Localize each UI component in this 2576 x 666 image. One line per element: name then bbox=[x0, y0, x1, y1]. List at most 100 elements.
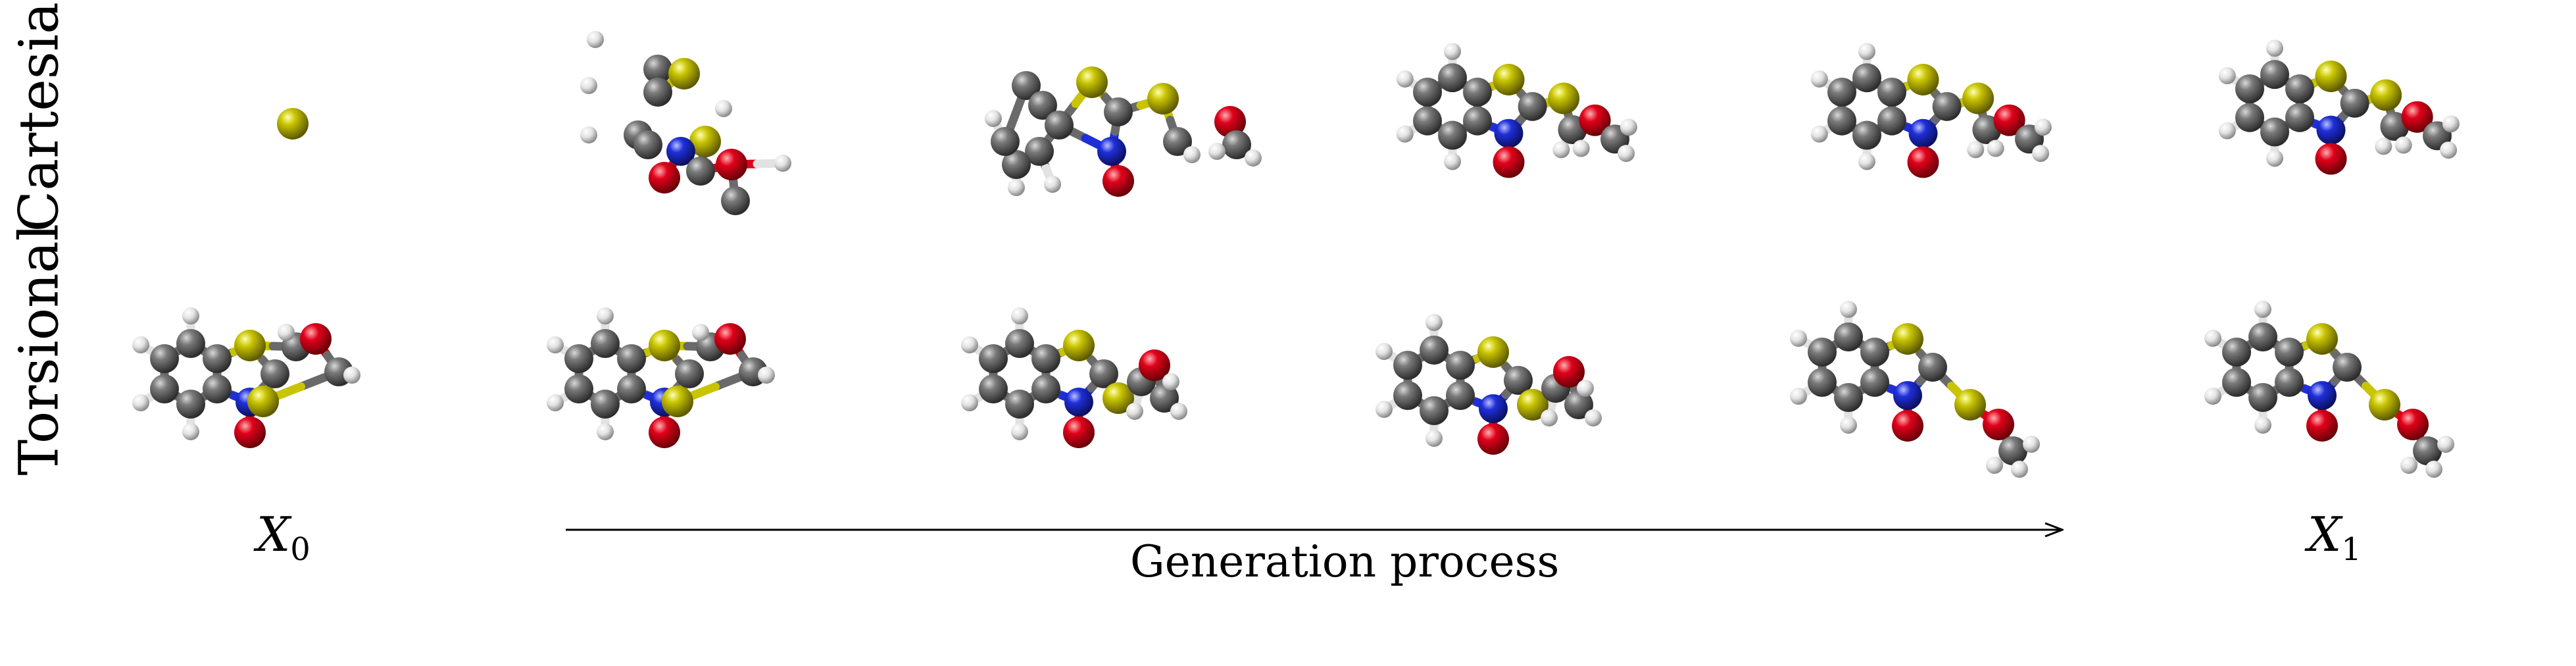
carbon-atom bbox=[591, 390, 620, 419]
carbon-atom bbox=[203, 344, 232, 373]
end-label-var: X bbox=[2308, 507, 2342, 562]
oxygen-atom bbox=[1477, 423, 1509, 455]
hydrogen-atom bbox=[692, 324, 709, 341]
sulfur-atom bbox=[2370, 79, 2402, 111]
hydrogen-atom bbox=[1987, 140, 2004, 157]
oxygen-atom bbox=[1493, 146, 1525, 178]
carbon-atom bbox=[203, 374, 232, 403]
sulfur-atom bbox=[689, 126, 721, 157]
hydrogen-atom bbox=[1162, 373, 1179, 390]
carbon-atom bbox=[979, 344, 1008, 373]
sulfur-atom bbox=[1477, 336, 1509, 368]
carbon-atom bbox=[1438, 63, 1467, 93]
oxygen-atom bbox=[1102, 165, 1134, 197]
hydrogen-atom bbox=[2023, 436, 2040, 453]
hydrogen-atom bbox=[343, 367, 360, 384]
oxygen-atom bbox=[716, 149, 747, 180]
hydrogen-atom bbox=[2032, 145, 2050, 163]
carbon-atom bbox=[1413, 78, 1442, 107]
carbon-atom bbox=[1860, 368, 1889, 397]
hydrogen-atom bbox=[2425, 461, 2442, 478]
carbon-atom bbox=[1463, 78, 1492, 107]
carbon-atom bbox=[2235, 74, 2264, 103]
hydrogen-atom bbox=[2394, 136, 2412, 154]
hydrogen-atom bbox=[2204, 330, 2221, 347]
nitrogen-atom bbox=[1097, 137, 1126, 166]
hydrogen-atom bbox=[1620, 118, 1637, 136]
carbon-atom bbox=[1463, 106, 1492, 136]
hydrogen-atom bbox=[2254, 417, 2271, 434]
hydrogen-atom bbox=[2011, 461, 2028, 478]
carbon-atom bbox=[2413, 436, 2442, 465]
carbon-atom bbox=[2222, 338, 2251, 367]
carbon-atom bbox=[2260, 60, 2289, 90]
hydrogen-atom bbox=[1986, 457, 2003, 474]
hydrogen-atom bbox=[1011, 307, 1028, 324]
oxygen-atom bbox=[649, 417, 680, 448]
end-label-x1: X1 bbox=[2308, 507, 2362, 568]
carbon-atom bbox=[1834, 383, 1863, 412]
generation-process-label: Generation process bbox=[1130, 536, 1560, 587]
hydrogen-atom bbox=[1552, 141, 1570, 159]
hydrogen-atom bbox=[182, 423, 199, 440]
hydrogen-atom bbox=[1245, 149, 1262, 166]
cartesian-molecule-1 bbox=[277, 108, 309, 140]
nitrogen-atom bbox=[1064, 388, 1093, 417]
oxygen-atom bbox=[2306, 410, 2338, 442]
cartesian-molecule-2 bbox=[580, 31, 791, 215]
torsional-molecule-4 bbox=[1375, 314, 1602, 455]
hydrogen-atom bbox=[1011, 423, 1028, 440]
carbon-atom bbox=[1222, 130, 1251, 159]
oxygen-atom bbox=[1579, 104, 1611, 136]
carbon-atom bbox=[633, 130, 662, 159]
carbon-atom bbox=[1446, 351, 1475, 380]
carbon-atom bbox=[1150, 384, 1179, 413]
hydrogen-atom bbox=[1585, 409, 1602, 426]
carbon-atom bbox=[564, 344, 593, 373]
carbon-atom bbox=[1413, 106, 1442, 136]
sulfur-atom bbox=[2315, 61, 2347, 92]
hydrogen-atom bbox=[2204, 388, 2221, 405]
carbon-atom bbox=[617, 344, 646, 373]
sulfur-atom bbox=[247, 386, 279, 417]
hydrogen-atom bbox=[1541, 409, 1558, 426]
torsional-molecule-1 bbox=[132, 307, 360, 448]
carbon-atom bbox=[1104, 97, 1133, 126]
start-label-var: X bbox=[257, 507, 291, 562]
carbon-atom bbox=[1393, 381, 1422, 410]
carbon-atom bbox=[1932, 91, 1962, 121]
sulfur-atom bbox=[649, 330, 680, 361]
hydrogen-atom bbox=[1444, 153, 1461, 170]
oxygen-atom bbox=[300, 323, 332, 355]
carbon-atom bbox=[2285, 74, 2314, 103]
torsional-molecule-5 bbox=[1790, 301, 2040, 478]
hydrogen-atom bbox=[2034, 118, 2052, 136]
carbon-atom bbox=[1446, 381, 1475, 410]
carbon-atom bbox=[2333, 353, 2362, 382]
sulfur-atom bbox=[2306, 323, 2338, 355]
sulfur-atom bbox=[1892, 323, 1923, 355]
sulfur-atom bbox=[668, 58, 700, 90]
end-label-sub: 1 bbox=[2341, 531, 2362, 568]
carbon-atom bbox=[1005, 390, 1034, 419]
carbon-atom bbox=[1031, 374, 1060, 403]
carbon-atom bbox=[2248, 383, 2277, 412]
carbon-atom bbox=[721, 186, 750, 215]
sulfur-atom bbox=[1063, 330, 1095, 361]
hydrogen-atom bbox=[2437, 436, 2454, 453]
carbon-atom bbox=[1045, 111, 1074, 140]
oxygen-atom bbox=[2401, 101, 2433, 133]
start-label-sub: 0 bbox=[290, 531, 310, 568]
carbon-atom bbox=[150, 374, 179, 403]
hydrogen-atom bbox=[1840, 301, 1857, 318]
hydrogen-atom bbox=[1858, 153, 1875, 170]
carbon-atom bbox=[643, 78, 672, 107]
sulfur-atom bbox=[1962, 82, 1994, 115]
hydrogen-atom bbox=[1375, 401, 1393, 418]
oxygen-atom bbox=[234, 417, 266, 448]
oxygen-atom bbox=[714, 323, 746, 355]
carbon-atom bbox=[1564, 390, 1593, 419]
hydrogen-atom bbox=[597, 423, 614, 440]
hydrogen-atom bbox=[1208, 143, 1226, 160]
hydrogen-atom bbox=[2254, 301, 2271, 318]
